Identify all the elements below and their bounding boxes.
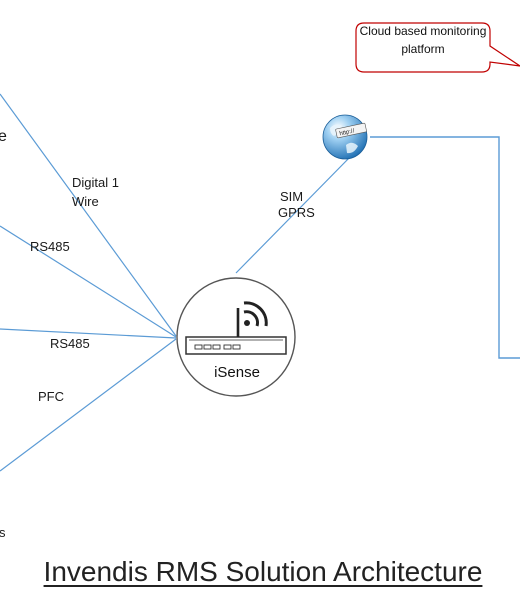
pfc-label: PFC — [38, 389, 64, 404]
sim-label: SIM — [280, 189, 304, 204]
link-digital-1-wire — [0, 93, 177, 337]
edge-fragment-top: e — [0, 128, 7, 145]
wire-label: Wire — [72, 194, 99, 209]
router-wifi-icon — [185, 301, 287, 355]
page-title: Invendis RMS Solution Architecture — [43, 556, 483, 587]
gprs-label: GPRS — [278, 205, 315, 220]
link-cloud-platform — [370, 136, 520, 359]
link-rs485-upper — [0, 225, 177, 338]
link-pfc — [0, 338, 177, 472]
globe-http-icon: http:// — [322, 114, 368, 160]
cloud-callout-label: Cloud based monitoring platform — [359, 24, 487, 56]
callout-bubble — [355, 22, 520, 73]
digital-1-label: Digital 1 — [72, 175, 119, 190]
link-sim-gprs — [235, 154, 353, 274]
edge-fragment-bottom: s — [0, 525, 6, 540]
rs485-upper-label: RS485 — [30, 239, 70, 254]
svg-text:http://: http:// — [339, 128, 355, 137]
link-rs485-lower — [0, 328, 177, 339]
rs485-lower-label: RS485 — [50, 336, 90, 351]
hub-label: iSense — [214, 364, 260, 381]
